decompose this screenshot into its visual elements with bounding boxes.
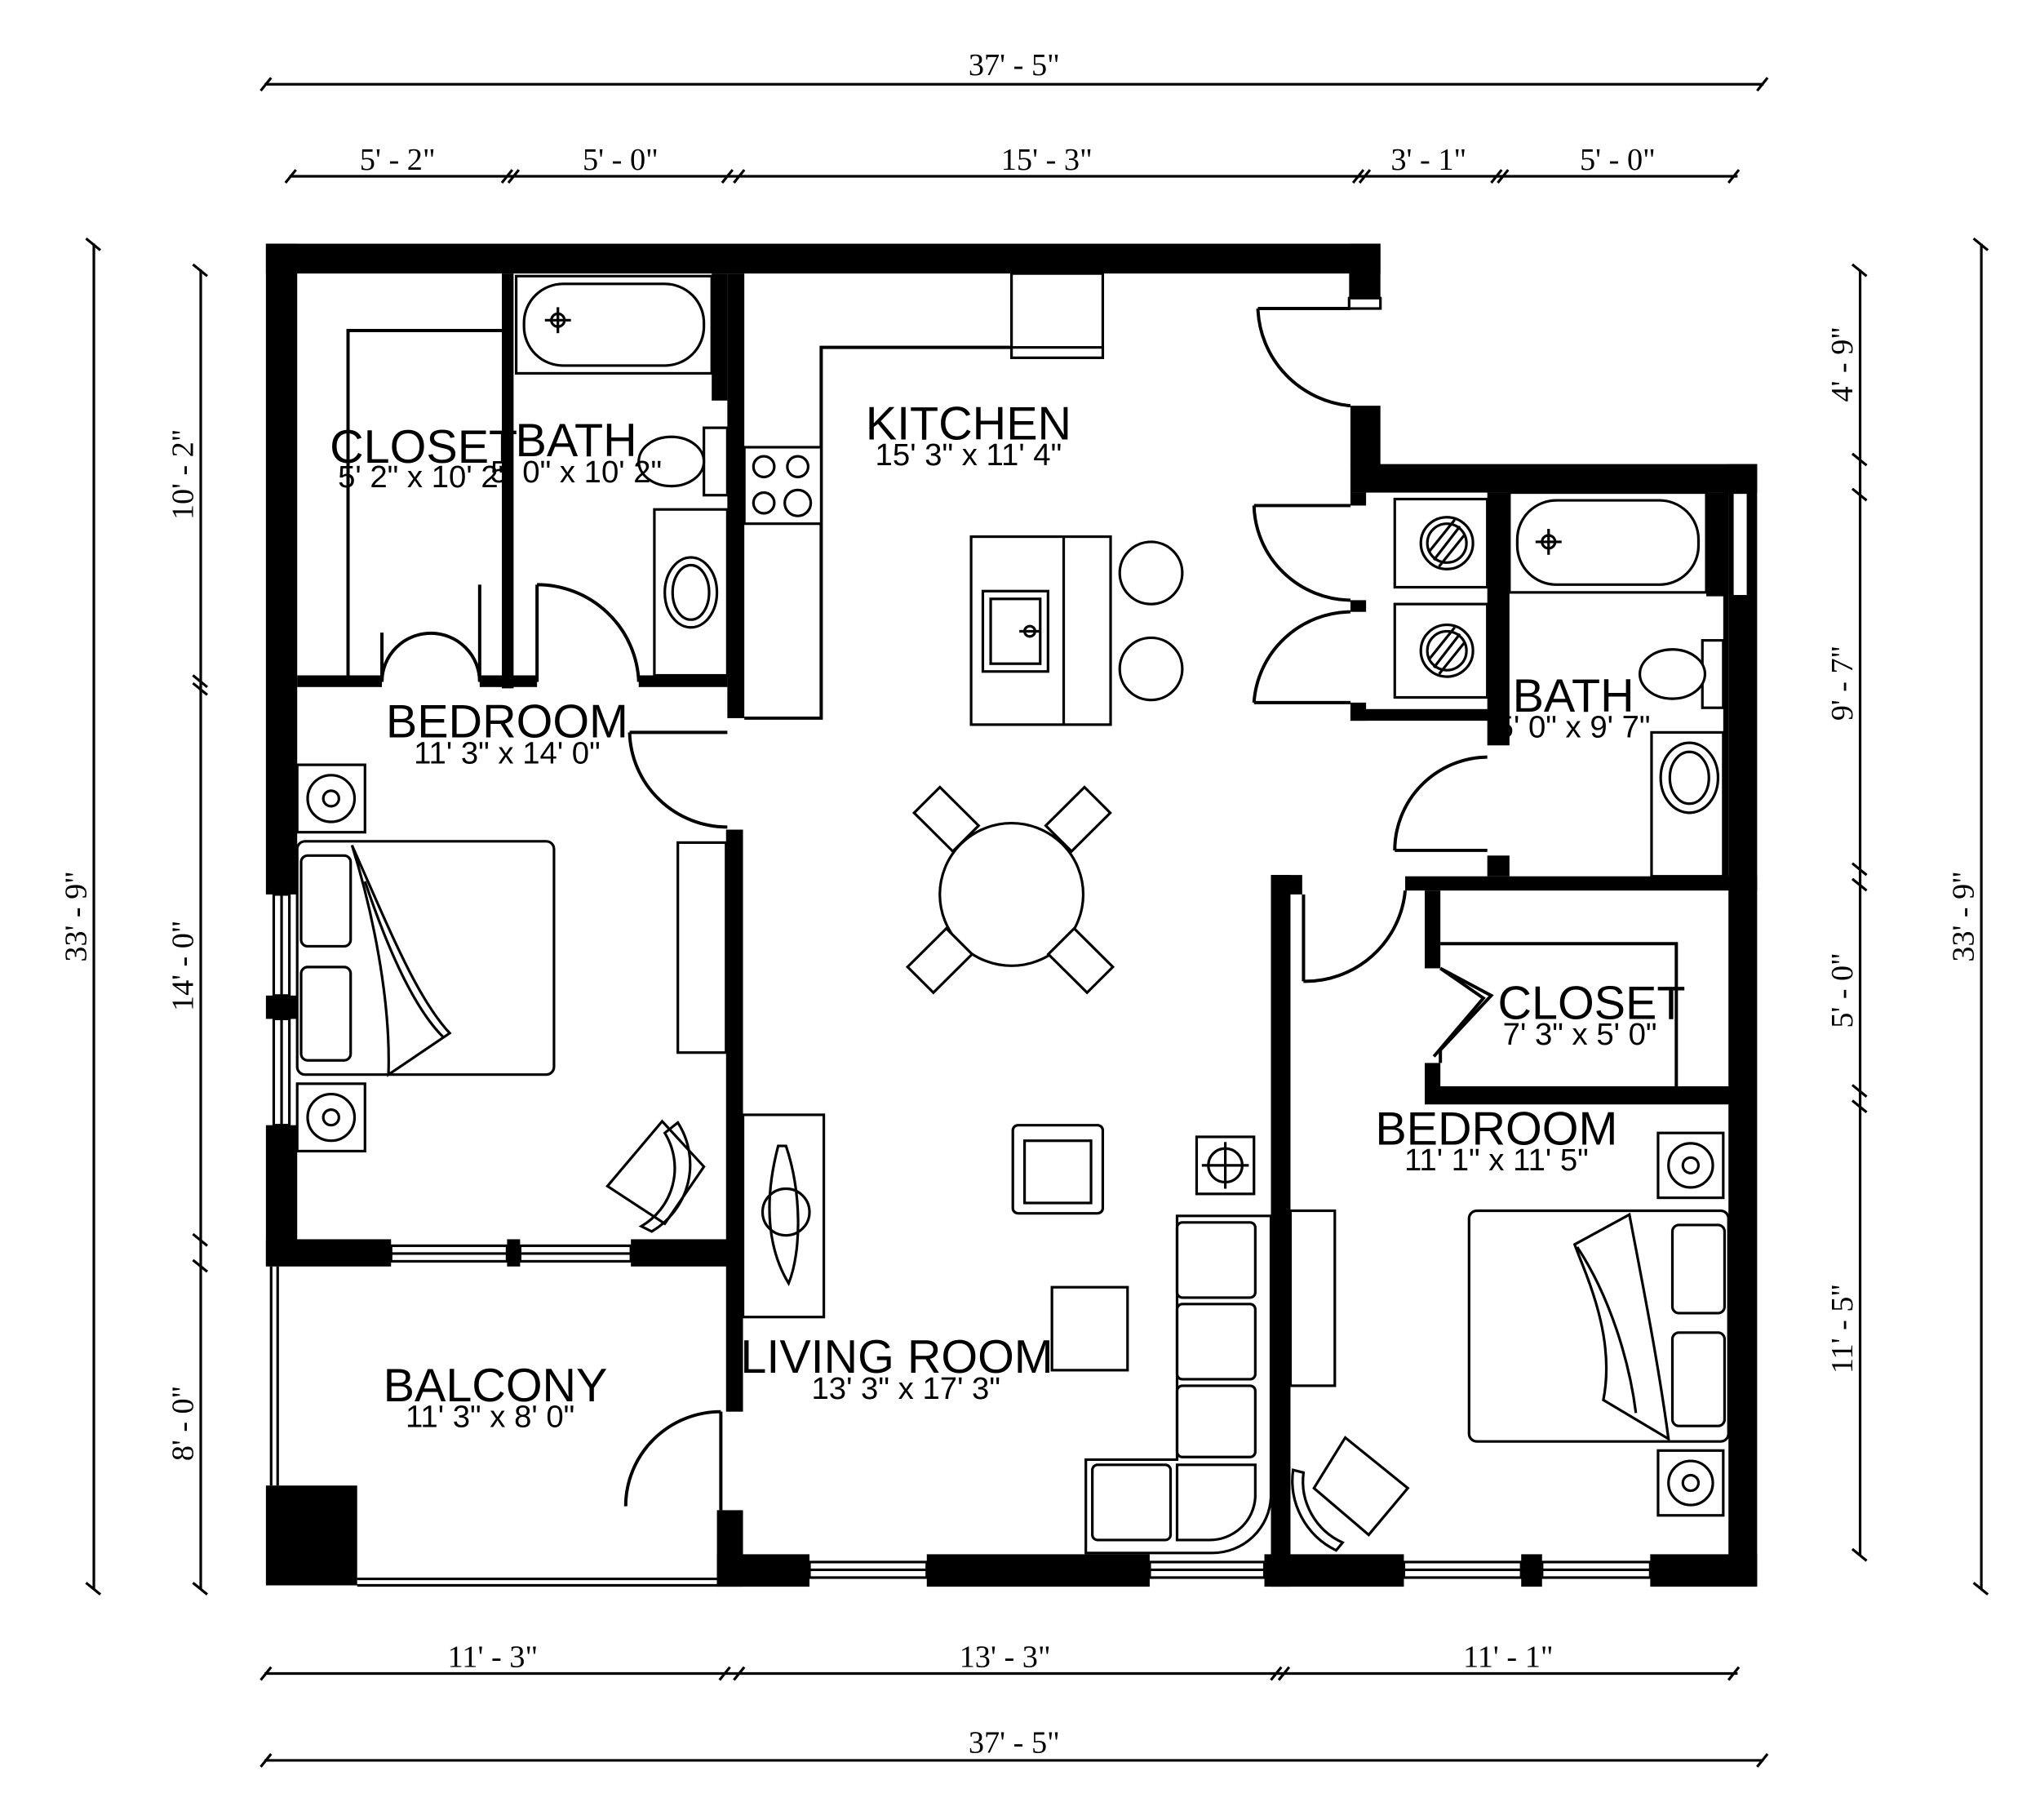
- dim-top-seg-5: 5' - 0": [1580, 143, 1656, 177]
- door-bath-left[interactable]: [537, 583, 641, 682]
- door-bath-right[interactable]: [1393, 755, 1488, 850]
- fixtures: [295, 272, 1730, 1555]
- room-bath-left-name: BATH: [516, 415, 637, 467]
- door-closet-right[interactable]: [1439, 966, 1494, 1063]
- room-bath-right-name: BATH: [1513, 670, 1634, 722]
- door-bedroom-right[interactable]: [1303, 890, 1408, 983]
- dim-left-seg-1: 10' - 2": [166, 429, 200, 520]
- room-closet-right-size: 7' 3" x 5' 0": [1503, 1017, 1657, 1052]
- dryer: [1393, 602, 1489, 699]
- armchair-right: [1312, 1436, 1410, 1537]
- armchair-living: [1011, 1124, 1105, 1215]
- room-bedroom-right-size: 11' 1" x 11' 5": [1404, 1143, 1589, 1178]
- dim-bottom-seg-1: 11' - 3": [448, 1640, 539, 1675]
- bathtub-left: [514, 274, 713, 375]
- dim-bottom-overall: 37' - 5": [969, 1726, 1060, 1760]
- room-closet-left-name: CLOSET: [330, 421, 517, 473]
- door-bedroom-left[interactable]: [628, 732, 728, 829]
- dimension-lines: 37' - 5" 5' - 2" 5' - 0" 15' - 3" 3' - 1…: [59, 48, 1989, 1768]
- room-kitchen-size: 15' 3" x 11' 4": [876, 437, 1062, 473]
- room-bath-right-size: 5' 0" x 9' 7": [1497, 710, 1651, 745]
- room-closet-left-size: 5' 2" x 10' 2": [338, 459, 509, 495]
- armchair-left: [605, 1119, 706, 1226]
- dim-left-seg-2: 14' - 0": [166, 921, 200, 1011]
- dresser-right: [1288, 1209, 1337, 1387]
- bar-stool: [1118, 540, 1184, 606]
- dim-right-seg-4: 11' - 5": [1825, 1284, 1860, 1374]
- dining-chair: [911, 785, 981, 854]
- dim-bottom-seg-3: 11' - 1": [1463, 1640, 1554, 1675]
- toilet-left: [637, 435, 706, 488]
- dim-top-seg-3: 15' - 3": [1001, 143, 1093, 177]
- dining-table: [938, 821, 1085, 967]
- dining-chair: [905, 926, 974, 995]
- room-balcony-size: 11' 3" x 8' 0": [406, 1400, 574, 1435]
- room-balcony-name: BALCONY: [384, 1360, 608, 1412]
- dim-right-seg-2: 9' - 7": [1825, 646, 1860, 721]
- room-living-room-size: 13' 3" x 17' 3": [811, 1371, 1000, 1406]
- door-closet-left[interactable]: [380, 631, 481, 682]
- dining-chair: [1046, 926, 1115, 995]
- dim-top-overall: 37' - 5": [969, 48, 1060, 82]
- dim-right-seg-1: 4' - 9": [1825, 326, 1860, 402]
- door-balcony[interactable]: [623, 1409, 721, 1507]
- dim-left-seg-3: 8' - 0": [166, 1386, 200, 1461]
- dining-chair: [1044, 785, 1112, 854]
- dim-right-overall: 33' - 9": [1946, 871, 1980, 961]
- room-closet-right-name: CLOSET: [1497, 978, 1685, 1030]
- dim-right-seg-3: 5' - 0": [1825, 952, 1860, 1028]
- room-bedroom-left-name: BEDROOM: [386, 696, 628, 748]
- sectional-sofa: [1084, 1214, 1273, 1555]
- room-labels: CLOSET 5' 2" x 10' 2" BATH 5' 0" x 10' 2…: [330, 398, 1685, 1435]
- room-bedroom-left-size: 11' 3" x 14' 0": [414, 736, 601, 771]
- bar-stool: [1118, 636, 1184, 702]
- room-living-room-name: LIVING ROOM: [740, 1331, 1053, 1383]
- windows: [269, 491, 1750, 1587]
- toilet-right: [1638, 648, 1707, 700]
- room-bedroom-right-name: BEDROOM: [1375, 1103, 1617, 1156]
- doors: [380, 296, 1494, 1511]
- door-laundry-bottom[interactable]: [1252, 610, 1350, 704]
- door-laundry-top[interactable]: [1252, 505, 1350, 602]
- door-entry[interactable]: [1256, 308, 1351, 408]
- walls: [265, 243, 1758, 1587]
- dim-top-seg-1: 5' - 2": [360, 143, 436, 177]
- dim-top-seg-2: 5' - 0": [583, 143, 659, 177]
- dim-top-seg-4: 3' - 1": [1390, 143, 1466, 177]
- dim-left-overall: 33' - 9": [59, 871, 93, 961]
- dresser-left: [676, 841, 728, 1054]
- room-kitchen-name: KITCHEN: [866, 398, 1071, 451]
- bed-left: [295, 840, 556, 1076]
- bed-right: [1467, 1209, 1730, 1443]
- ottoman: [1050, 1285, 1129, 1372]
- room-bath-left-size: 5' 0" x 10' 2": [490, 455, 662, 490]
- dim-bottom-seg-2: 13' - 3": [960, 1640, 1051, 1675]
